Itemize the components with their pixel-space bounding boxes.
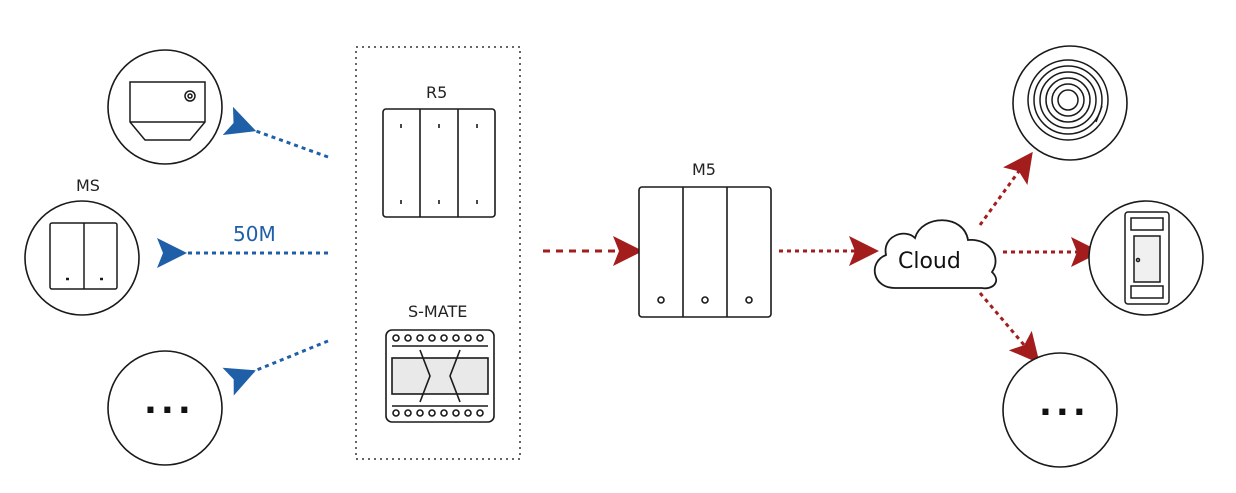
cloud-icon	[873, 219, 997, 290]
wireless-link-top	[222, 106, 329, 159]
ms-2gang-switch-icon	[49, 222, 118, 290]
network-link-cloud-to-more	[978, 292, 1040, 364]
r5-device-label: R5	[426, 83, 448, 102]
left-more-node	[107, 350, 223, 466]
din-module-icon	[1124, 211, 1170, 305]
m5-switch-icon	[638, 186, 772, 318]
left-more-label: ...	[144, 382, 195, 422]
s-mate-module-icon	[385, 329, 495, 423]
r5-switch-icon	[382, 108, 496, 218]
right-light-strip-node	[1012, 45, 1128, 161]
m5-device-label: M5	[692, 160, 716, 179]
network-link-cloud-to-light	[978, 151, 1033, 226]
wireless-link-bottom	[222, 339, 329, 396]
right-more-label: ...	[1039, 384, 1090, 424]
distance-label: 50M	[233, 222, 276, 246]
led-strip-coil-icon	[1027, 59, 1109, 141]
right-more-node	[1002, 352, 1118, 468]
relay-box-icon	[129, 81, 206, 141]
s-mate-device-label: S-MATE	[408, 302, 468, 321]
ms-device-label: MS	[76, 176, 100, 195]
cloud-label: Cloud	[898, 249, 961, 274]
